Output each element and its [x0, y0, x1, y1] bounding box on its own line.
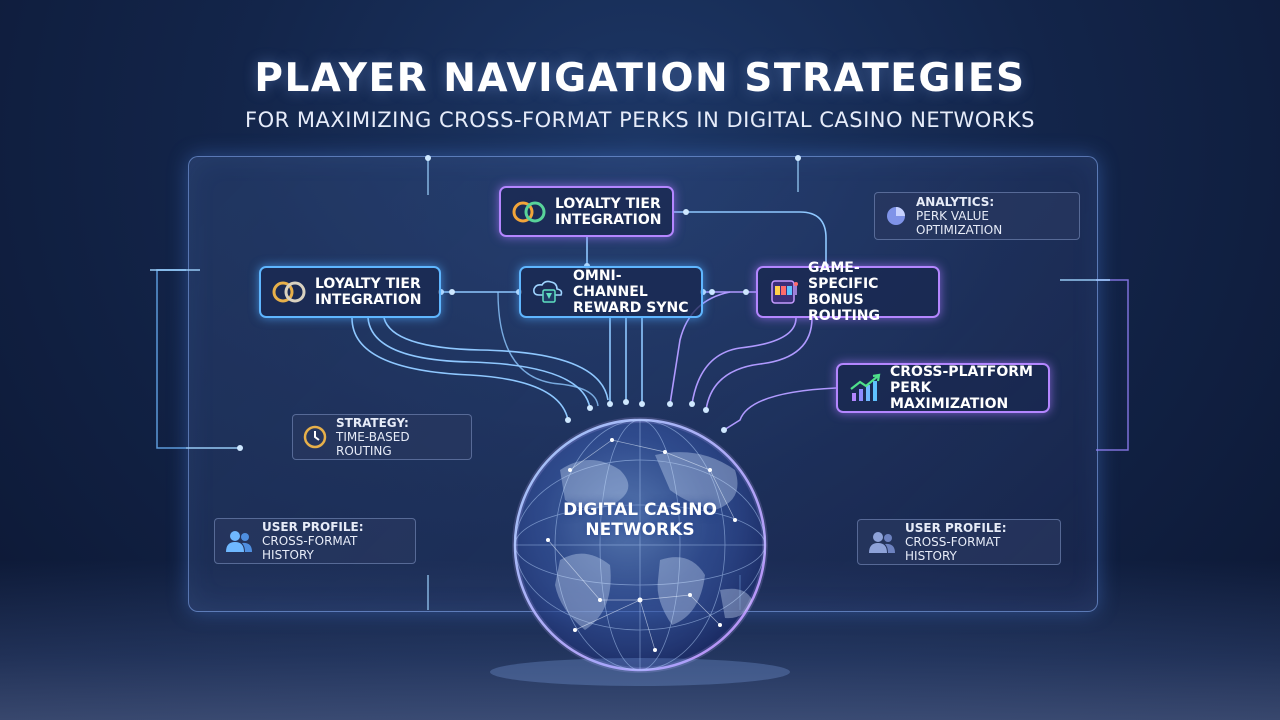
tag-value: CROSS-FORMAT HISTORY — [905, 535, 1001, 563]
node-label-line1: GAME-SPECIFIC — [808, 260, 879, 292]
pie-chart-icon — [887, 207, 905, 225]
node-loyalty-tier-top[interactable]: LOYALTY TIER INTEGRATION — [499, 186, 674, 237]
node-loyalty-tier-left[interactable]: LOYALTY TIER INTEGRATION — [259, 266, 441, 318]
node-label-line2: PERK MAXIMIZATION — [890, 380, 1009, 412]
node-cross-platform[interactable]: CROSS-PLATFORM PERK MAXIMIZATION — [836, 363, 1050, 413]
left-bracket-line — [156, 269, 186, 449]
node-game-specific[interactable]: GAME-SPECIFIC BONUS ROUTING — [756, 260, 940, 324]
tag-value: TIME-BASED ROUTING — [336, 430, 410, 458]
tag-user-profile-right[interactable]: USER PROFILE: CROSS-FORMAT HISTORY — [857, 519, 1061, 565]
node-label-line1: CROSS-PLATFORM — [890, 364, 1033, 380]
tag-analytics[interactable]: ANALYTICS: PERK VALUE OPTIMIZATION — [874, 192, 1080, 240]
globe-graphic — [490, 417, 790, 686]
tag-label: USER PROFILE: — [905, 521, 1007, 535]
right-bracket-line — [1096, 279, 1129, 451]
tag-user-profile-left[interactable]: USER PROFILE: CROSS-FORMAT HISTORY — [214, 518, 416, 564]
tag-value: PERK VALUE OPTIMIZATION — [916, 209, 1003, 237]
page-subtitle: FOR MAXIMIZING CROSS-FORMAT PERKS IN DIG… — [245, 108, 1035, 132]
slot-machine-icon — [771, 280, 798, 304]
node-label-line1: LOYALTY TIER — [555, 195, 661, 212]
node-omni-channel[interactable]: OMNI-CHANNEL REWARD SYNC — [519, 266, 703, 318]
growth-chart-icon — [850, 373, 881, 401]
tag-label: ANALYTICS: — [916, 195, 995, 209]
cloud-sync-icon — [533, 280, 563, 303]
hub-label: DIGITAL CASINO NETWORKS — [520, 500, 760, 540]
tag-value: CROSS-FORMAT HISTORY — [262, 534, 358, 562]
hub-label-line1: DIGITAL CASINO — [563, 500, 717, 520]
node-label-line2: INTEGRATION — [315, 292, 422, 308]
node-label-line2: REWARD SYNC — [573, 300, 689, 316]
node-label-line2: BONUS ROUTING — [808, 292, 881, 324]
linked-rings-icon — [512, 201, 546, 222]
users-icon — [226, 531, 252, 552]
tag-label: STRATEGY: — [336, 416, 409, 430]
node-label-line1: OMNI-CHANNEL — [573, 268, 648, 300]
hub-label-line2: NETWORKS — [585, 520, 695, 540]
tag-strategy[interactable]: STRATEGY: TIME-BASED ROUTING — [292, 414, 472, 460]
tag-label: USER PROFILE: — [262, 520, 364, 534]
clock-icon — [303, 425, 327, 449]
users-icon — [869, 532, 895, 553]
linked-rings-icon — [272, 281, 306, 303]
node-label-line1: LOYALTY TIER — [315, 276, 421, 292]
page-title: PLAYER NAVIGATION STRATEGIES — [254, 56, 1026, 101]
node-label-line2: INTEGRATION — [555, 211, 662, 228]
